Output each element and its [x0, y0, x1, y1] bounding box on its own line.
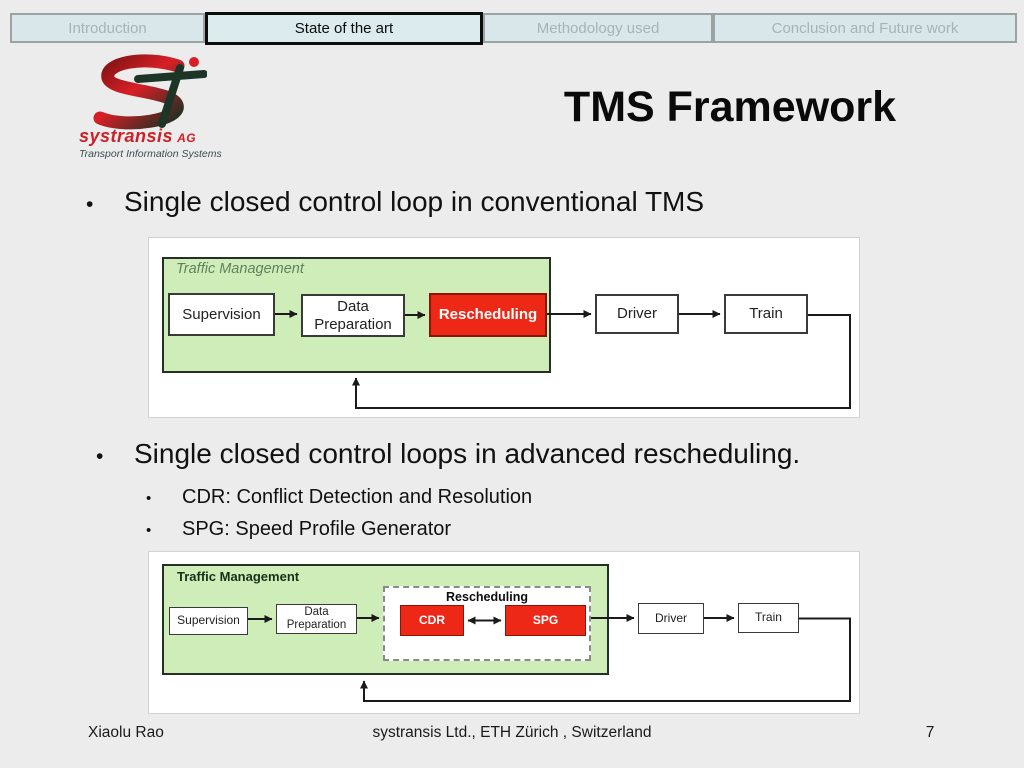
footer-affiliation: systransis Ltd., ETH Zürich , Switzerlan… [372, 724, 652, 741]
cdr-box: CDR [400, 605, 464, 636]
conventional-tms-diagram: Traffic Management Supervision Data Prep… [148, 237, 860, 418]
bullet-text: Single closed control loop in convention… [124, 186, 705, 217]
advanced-rescheduling-diagram: Traffic Management Rescheduling Supervis… [148, 551, 860, 714]
train-box: Train [738, 603, 799, 633]
spg-box: SPG [505, 605, 586, 636]
bullet-marker: • [146, 490, 152, 507]
bullet-conventional-tms: • Single closed control loop in conventi… [86, 185, 704, 222]
tab-state-of-the-art[interactable]: State of the art [205, 12, 483, 45]
footer-page-number: 7 [925, 724, 935, 741]
subbullet-spg: • SPG: Speed Profile Generator [146, 516, 451, 544]
bullet-marker: • [86, 193, 94, 216]
bullet-marker: • [146, 522, 152, 539]
subbullet-text: CDR: Conflict Detection and Resolution [182, 486, 533, 508]
subbullet-cdr: • CDR: Conflict Detection and Resolution [146, 484, 532, 512]
subbullet-text: SPG: Speed Profile Generator [182, 518, 452, 540]
traffic-management-label: Traffic Management [176, 261, 304, 277]
data-preparation-box: Data Preparation [276, 604, 357, 634]
driver-box: Driver [638, 603, 704, 634]
bullet-text: Single closed control loops in advanced … [134, 438, 801, 469]
tab-methodology-used[interactable]: Methodology used [483, 13, 713, 43]
tab-introduction[interactable]: Introduction [10, 13, 205, 43]
supervision-box: Supervision [169, 607, 248, 635]
bullet-marker: • [96, 445, 104, 468]
logo-brand-suffix: AG [177, 131, 197, 145]
rescheduling-group-label: Rescheduling [446, 590, 528, 604]
rescheduling-box: Rescheduling [429, 293, 547, 337]
traffic-management-label: Traffic Management [177, 569, 300, 584]
data-preparation-box: Data Preparation [301, 294, 405, 337]
bullet-advanced-rescheduling: • Single closed control loops in advance… [96, 437, 800, 474]
footer-author: Xiaolu Rao [88, 724, 164, 741]
tab-conclusion-future-work[interactable]: Conclusion and Future work [713, 13, 1017, 43]
driver-box: Driver [595, 294, 679, 334]
logo-brand-text: systransis [79, 126, 174, 146]
page-title: TMS Framework [563, 83, 897, 131]
train-box: Train [724, 294, 808, 334]
supervision-box: Supervision [168, 293, 275, 336]
systransis-logo-icon [93, 54, 207, 130]
logo-tagline: Transport Information Systems [79, 148, 222, 160]
